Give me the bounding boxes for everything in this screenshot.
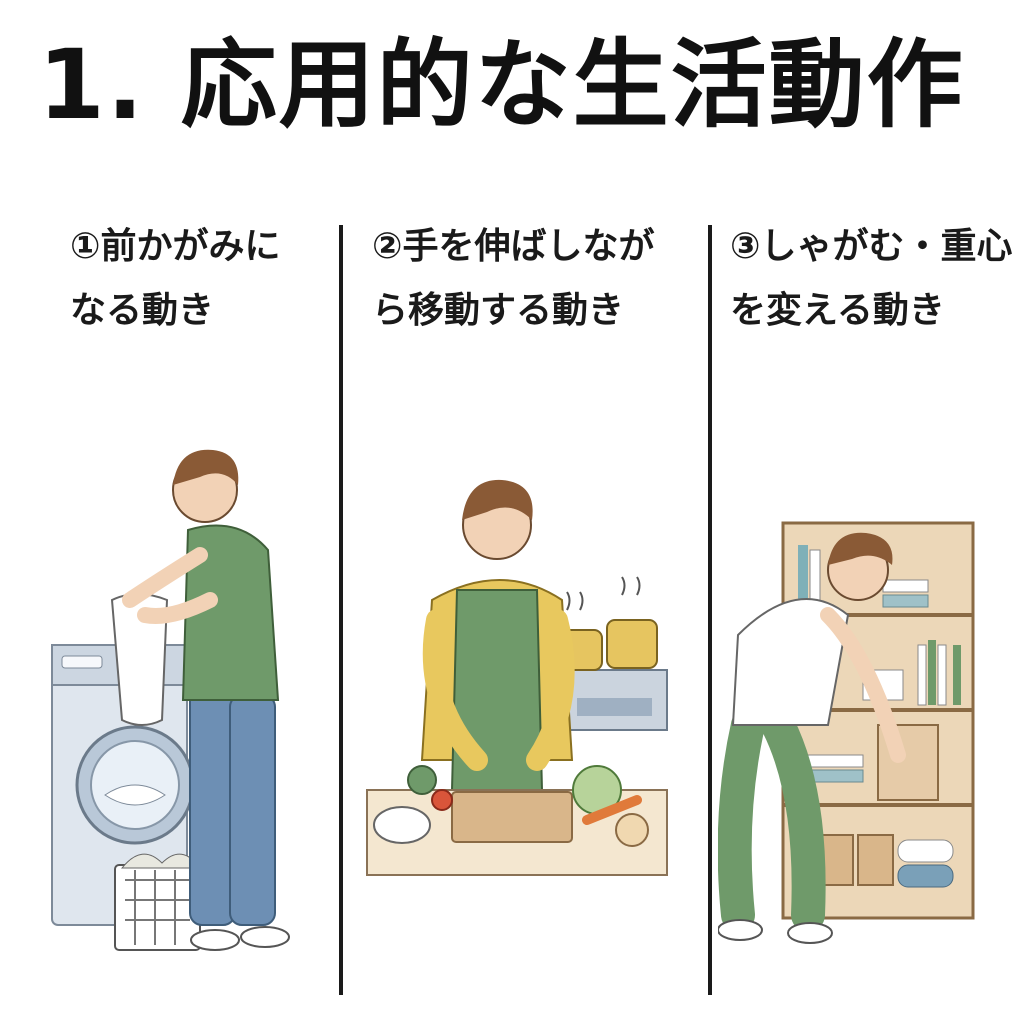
counter-icon [366, 765, 668, 876]
divider-1 [339, 225, 343, 995]
person-figure [122, 449, 290, 951]
kitchen-illustration [366, 479, 668, 876]
panel-3-label: ③しゃがむ・重心 を変える動き [730, 226, 1013, 331]
laundry-illustration [51, 449, 290, 951]
panel-2-label: ②手を伸ばしなが ら移動する動き [372, 226, 655, 331]
panel-1-label: ①前かがみに なる動き [70, 226, 281, 331]
chef-figure [420, 479, 575, 791]
lifting-person-figure [718, 532, 906, 944]
laundry-basket-icon [114, 853, 201, 951]
page-title: 1. 応用的な生活動作 [38, 29, 965, 141]
shelf-illustration [718, 521, 975, 944]
divider-2 [708, 225, 712, 995]
